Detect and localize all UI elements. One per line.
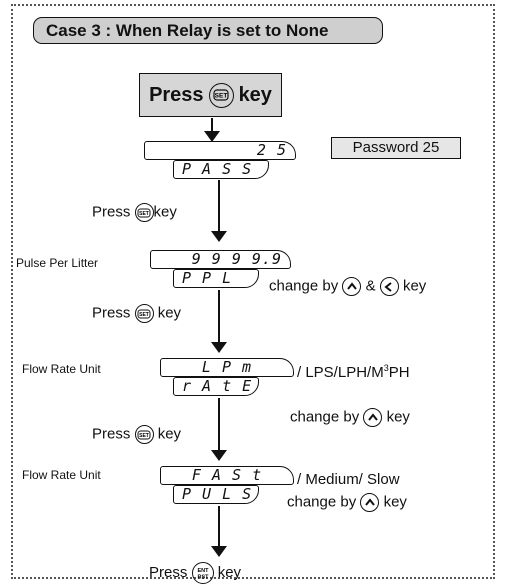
flow-unit-options: / LPS/LPH/M3PH — [297, 363, 410, 381]
svg-text:SET: SET — [139, 312, 149, 318]
ppl-label: Pulse Per Litter — [16, 256, 99, 270]
password-note: Password 25 — [331, 137, 461, 159]
flow-unit-label: Flow Rate Unit — [22, 362, 101, 376]
lcd-ppl-top: 9 9 9 9.9 — [150, 250, 291, 269]
press-set-step-2: Press SET key — [92, 304, 182, 323]
lcd-pulse-bottom: P U L S — [173, 485, 259, 504]
up-arrow-key-icon — [342, 277, 362, 296]
key-text: key — [238, 83, 272, 106]
arrow-down — [204, 118, 220, 142]
lcd-pulse-top: F A S t — [160, 466, 294, 485]
svg-text:ENT: ENT — [197, 568, 209, 574]
svg-text:SET: SET — [139, 433, 149, 439]
up-arrow-key-icon — [363, 408, 383, 427]
lcd-password-bottom: P A S S — [173, 160, 269, 179]
svg-text:RST: RST — [197, 575, 209, 581]
press-text: Press — [149, 83, 204, 106]
case-title: Case 3 : When Relay is set to None — [33, 17, 383, 44]
press-set-box: Press SET key — [139, 73, 282, 117]
press-set-step-3: Press SET key — [92, 425, 182, 444]
set-key-icon: SET — [134, 425, 154, 444]
flow-unit-change-by: change by key — [290, 408, 410, 427]
pulse-speed-options: / Medium/ Slow — [297, 471, 400, 488]
arrow-down — [211, 180, 227, 242]
up-arrow-key-icon — [360, 493, 380, 512]
arrow-down — [211, 290, 227, 353]
lcd-password-top: 2 5 — [144, 141, 296, 160]
pulse-speed-label: Flow Rate Unit — [22, 468, 101, 482]
dotted-frame — [11, 4, 495, 579]
ppl-change-by: change by & key — [269, 277, 427, 296]
set-key-icon: SET — [134, 203, 154, 222]
set-key-icon: SET — [134, 304, 154, 323]
arrow-down — [211, 398, 227, 461]
pulse-speed-change-by: change by key — [287, 493, 407, 512]
lcd-flow-unit-top: L P m — [160, 358, 294, 377]
lcd-ppl-bottom: P P L — [173, 269, 259, 288]
left-arrow-key-icon — [379, 277, 399, 296]
svg-text:SET: SET — [139, 211, 149, 217]
set-key-icon: SET — [208, 82, 234, 108]
arrow-down — [211, 506, 227, 557]
svg-text:SET: SET — [215, 93, 228, 100]
lcd-flow-unit-bottom: r A t E — [173, 377, 259, 396]
